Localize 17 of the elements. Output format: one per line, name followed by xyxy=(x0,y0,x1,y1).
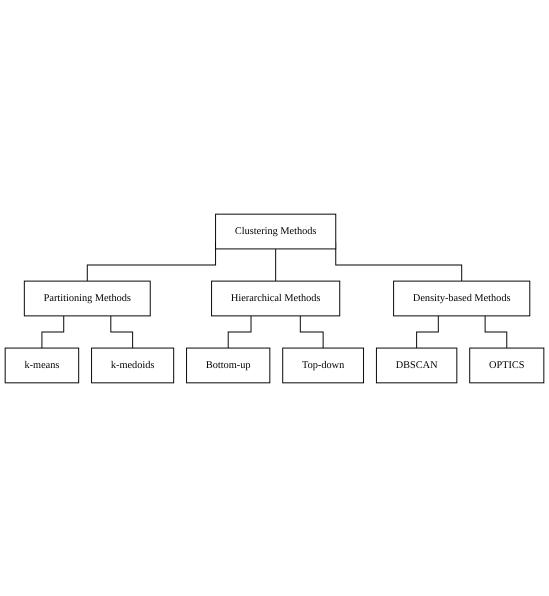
connector xyxy=(484,314,508,348)
node-box: DBSCAN xyxy=(376,347,458,383)
connector xyxy=(110,314,134,348)
node-box: Partitioning Methods xyxy=(24,280,151,316)
node-box: Clustering Methods xyxy=(215,213,336,249)
node-box: Bottom-up xyxy=(186,347,270,383)
node-box: Hierarchical Methods xyxy=(211,280,340,316)
node-box: k-medoids xyxy=(91,347,174,383)
connector xyxy=(41,314,64,348)
connector xyxy=(275,248,276,282)
node-box: Top-down xyxy=(282,347,364,383)
connector xyxy=(300,314,324,348)
node-box: OPTICS xyxy=(469,347,544,383)
connector xyxy=(228,314,252,348)
node-box: Density-based Methods xyxy=(393,280,530,316)
connector xyxy=(416,314,439,348)
node-box: k-means xyxy=(4,347,80,383)
